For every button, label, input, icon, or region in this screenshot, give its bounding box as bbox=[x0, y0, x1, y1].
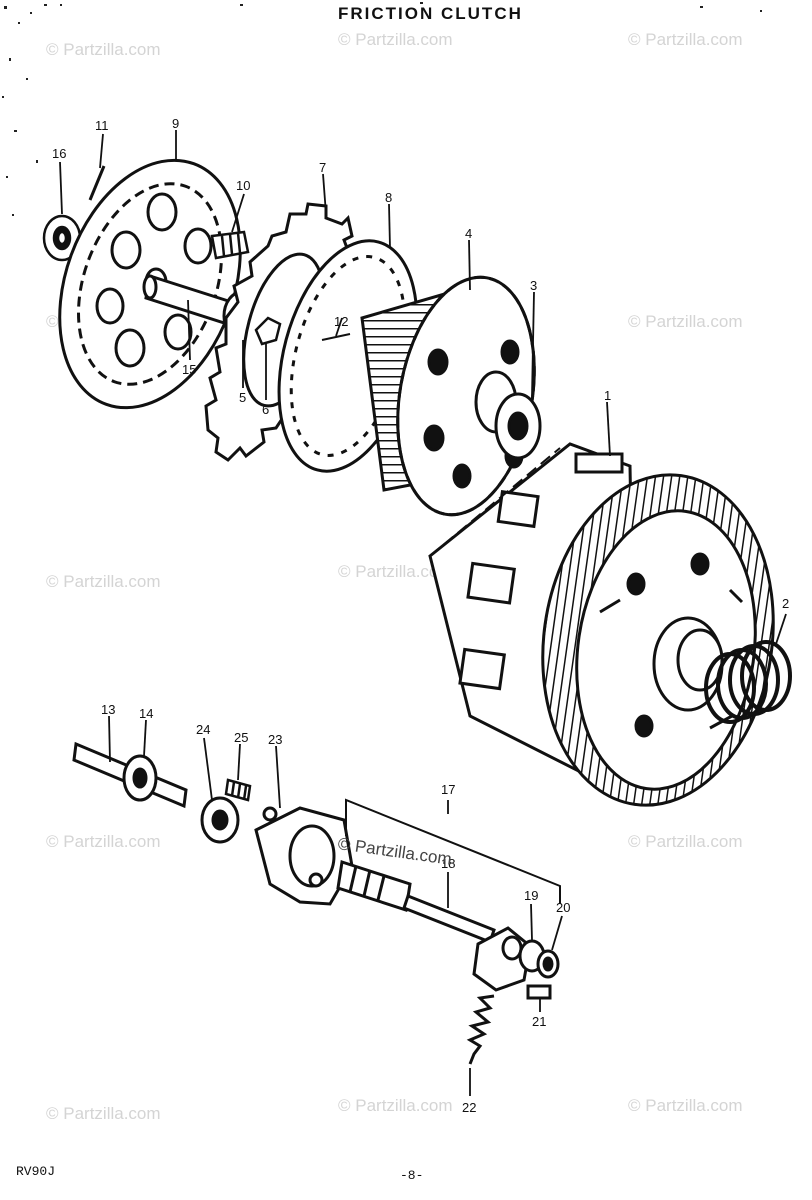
watermark: © Partzilla.com bbox=[628, 832, 743, 851]
part-17-bracket-line bbox=[345, 798, 561, 904]
part-1-clutch-housing bbox=[428, 442, 775, 807]
watermark: © Partzilla.com bbox=[628, 312, 743, 331]
callout-9: 9 bbox=[172, 116, 180, 131]
callout-22: 22 bbox=[462, 1100, 477, 1115]
part-16-bearing bbox=[42, 214, 82, 262]
watermark: © Partzilla.com bbox=[338, 30, 453, 49]
callout-4: 4 bbox=[465, 226, 473, 241]
part-14-push-piece bbox=[122, 754, 158, 802]
callout-12: 12 bbox=[334, 314, 349, 329]
callout-5: 5 bbox=[239, 390, 247, 405]
callout-2: 2 bbox=[782, 596, 790, 611]
watermark: © Partzilla.com bbox=[628, 1096, 743, 1115]
callout-20: 20 bbox=[556, 900, 571, 915]
callout-6: 6 bbox=[262, 402, 270, 417]
callout-21: 21 bbox=[532, 1014, 547, 1029]
callout-8: 8 bbox=[385, 190, 393, 205]
part-1-guide-line bbox=[429, 447, 561, 557]
callout-11: 11 bbox=[95, 118, 109, 133]
callout-23: 23 bbox=[268, 732, 283, 747]
model-code: RV90J bbox=[16, 1164, 56, 1179]
callout-1: 1 bbox=[604, 388, 612, 403]
part-10-screw bbox=[210, 230, 250, 260]
part-24-oil-seal bbox=[200, 796, 240, 844]
callout-25: 25 bbox=[234, 730, 249, 745]
watermark: © Partzilla.com bbox=[338, 1096, 453, 1115]
watermark: © Partzilla.com bbox=[338, 562, 453, 581]
callout-24: 24 bbox=[196, 722, 211, 737]
part-11-pin bbox=[88, 165, 106, 201]
callout-13: 13 bbox=[101, 702, 116, 717]
page-number: -8- bbox=[400, 1168, 424, 1183]
scan-noise bbox=[2, 2, 762, 216]
part-6-washer bbox=[254, 316, 282, 346]
callout-10: 10 bbox=[236, 178, 251, 193]
part-22-return-spring bbox=[466, 994, 495, 1065]
callout-14: 14 bbox=[139, 706, 154, 721]
callout-15: 15 bbox=[182, 362, 197, 377]
watermark: © Partzilla.com bbox=[46, 40, 161, 59]
part-25-screw bbox=[224, 778, 252, 802]
watermark: © Partzilla.com bbox=[46, 832, 161, 851]
part-12-rod bbox=[321, 333, 351, 341]
callout-16: 16 bbox=[52, 146, 67, 161]
callout-3: 3 bbox=[530, 278, 538, 293]
part-20-nut bbox=[536, 949, 560, 979]
leader-lines bbox=[59, 130, 787, 1096]
watermark: © Partzilla.com bbox=[628, 30, 743, 49]
callout-7: 7 bbox=[319, 160, 327, 175]
part-21-pin bbox=[526, 984, 552, 1000]
callout-19: 19 bbox=[524, 888, 539, 903]
part-3-washer bbox=[494, 392, 542, 460]
watermark: © Partzilla.com bbox=[46, 1104, 161, 1123]
part-18-release-screw bbox=[336, 860, 496, 944]
part-19-release-lever bbox=[472, 926, 546, 992]
part-23-release-housing bbox=[254, 806, 354, 906]
page-title: FRICTION CLUTCH bbox=[338, 4, 523, 23]
callout-17: 17 bbox=[441, 782, 456, 797]
watermark: © Partzilla.com bbox=[46, 572, 161, 591]
callout-18: 18 bbox=[441, 856, 456, 871]
part-2-spring bbox=[704, 640, 792, 724]
